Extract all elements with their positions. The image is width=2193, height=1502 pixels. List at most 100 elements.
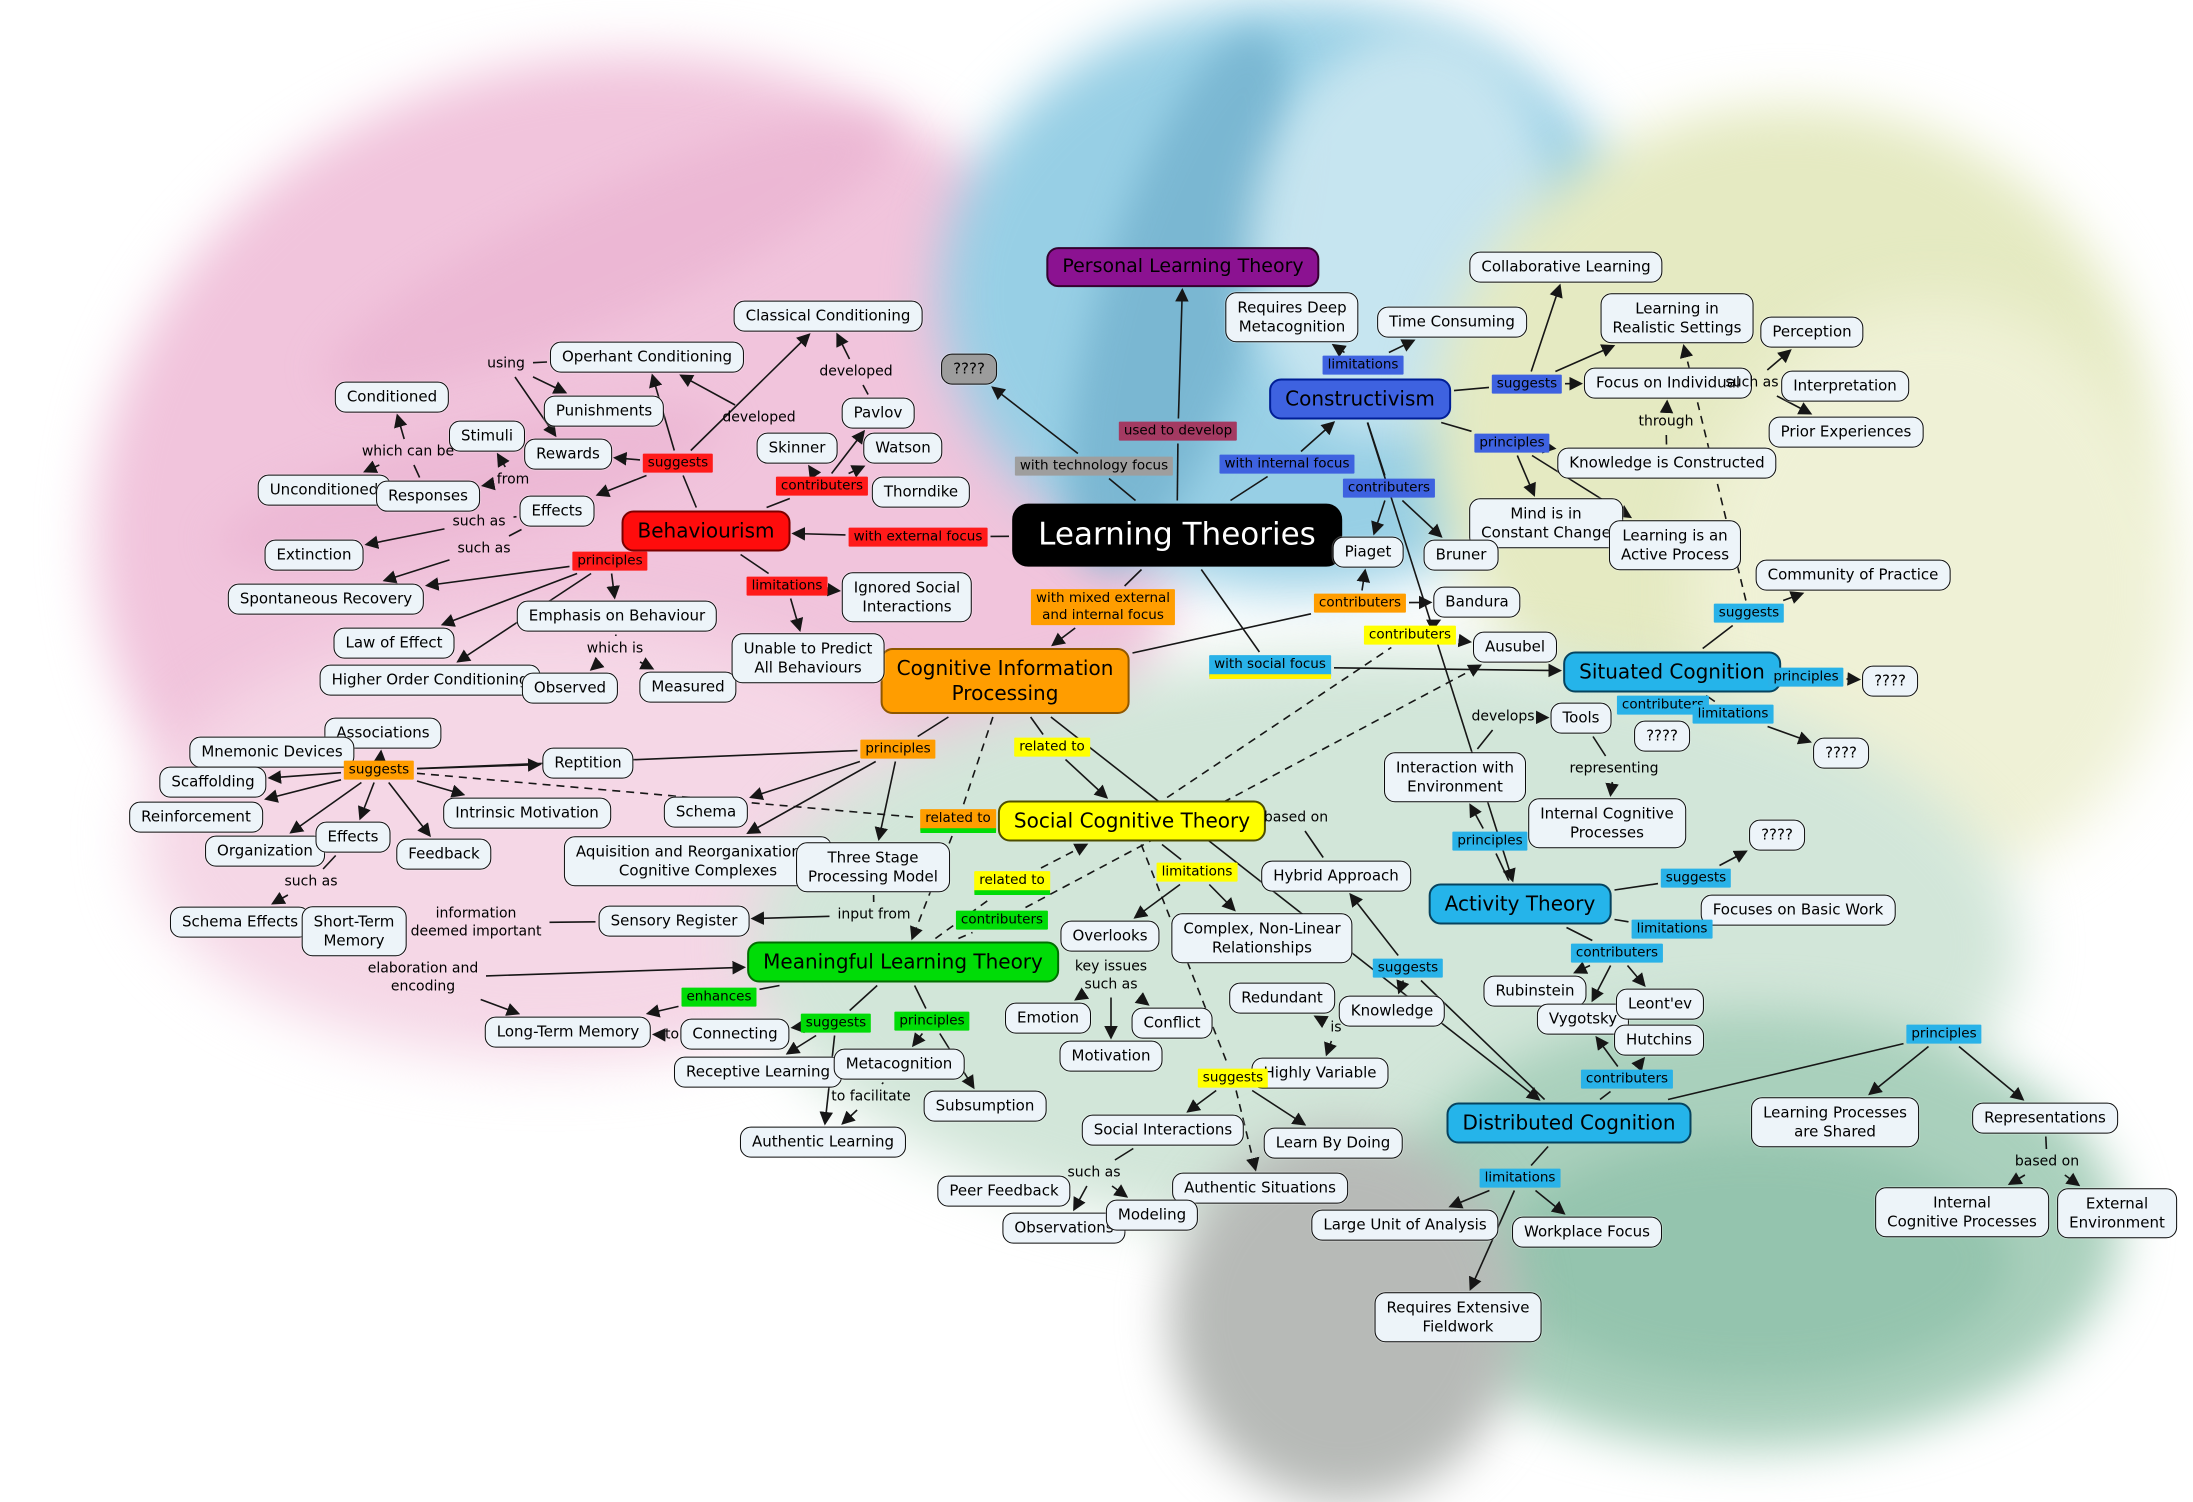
node-constructivism[interactable]: Constructivism [1269, 378, 1451, 420]
link-label-suggests[interactable]: suggests [1491, 374, 1563, 394]
node-subsumption[interactable]: Subsumption [923, 1090, 1047, 1122]
node-extinction[interactable]: Extinction [264, 539, 364, 571]
node-spontaneous-recovery[interactable]: Spontaneous Recovery [227, 583, 425, 615]
node-leont-ev[interactable]: Leont'ev [1615, 988, 1705, 1020]
node-personal-learning-theory[interactable]: Personal Learning Theory [1046, 247, 1320, 287]
link-label-which-can-be[interactable]: which can be [361, 443, 455, 460]
link-label-principles[interactable]: principles [1452, 831, 1528, 851]
node-time-consuming[interactable]: Time Consuming [1377, 306, 1527, 338]
node-reptition[interactable]: Reptition [542, 747, 634, 779]
link-label-to[interactable]: to [664, 1026, 680, 1043]
node-responses[interactable]: Responses [376, 480, 480, 512]
node-learning-processes-are-shared[interactable]: Learning Processes are Shared [1751, 1097, 1919, 1147]
node-emotion[interactable]: Emotion [1005, 1002, 1091, 1034]
node-community-of-practice[interactable]: Community of Practice [1755, 559, 1951, 591]
node-three-stage-processing-model[interactable]: Three Stage Processing Model [796, 842, 950, 892]
node-measured[interactable]: Measured [639, 671, 737, 703]
node-modeling[interactable]: Modeling [1105, 1199, 1199, 1231]
link-label-contributers[interactable]: contributers [1616, 695, 1710, 715]
node-ausubel[interactable]: Ausubel [1472, 631, 1558, 663]
link-label-limitations[interactable]: limitations [1479, 1168, 1561, 1188]
node-requires-deep-metacognition[interactable]: Requires Deep Metacognition [1225, 292, 1359, 342]
link-label-suggests[interactable]: suggests [1713, 603, 1785, 623]
link-label-through[interactable]: through [1638, 413, 1694, 430]
link-label-such-as[interactable]: such as [1067, 1164, 1121, 1181]
node-sensory-register[interactable]: Sensory Register [598, 905, 750, 937]
node-scaffolding[interactable]: Scaffolding [159, 766, 267, 798]
link-label-using[interactable]: using [487, 355, 525, 372]
node-social-interactions[interactable]: Social Interactions [1081, 1114, 1245, 1146]
node-schema-effects[interactable]: Schema Effects [169, 906, 311, 938]
link-label-principles[interactable]: principles [1474, 433, 1550, 453]
node-emphasis-on-behaviour[interactable]: Emphasis on Behaviour [516, 600, 718, 632]
node-focus-on-individual[interactable]: Focus on Individual [1583, 367, 1753, 399]
node-authentic-learning[interactable]: Authentic Learning [739, 1126, 907, 1158]
link-label-key-issues-such-as[interactable]: key issues such as [1074, 958, 1148, 993]
node-unable-to-predict-all-behaviours[interactable]: Unable to Predict All Behaviours [731, 633, 885, 683]
node-higher-order-conditioning[interactable]: Higher Order Conditioning [319, 664, 541, 696]
link-label-developed[interactable]: developed [819, 363, 893, 380]
node-effects[interactable]: Effects [519, 495, 595, 527]
node-skinner[interactable]: Skinner [756, 432, 838, 464]
node-effects[interactable]: Effects [315, 821, 391, 853]
node-interpretation[interactable]: Interpretation [1781, 370, 1909, 402]
link-label-used-to-develop[interactable]: used to develop [1118, 421, 1238, 441]
node-[interactable]: ???? [941, 353, 997, 385]
link-label-with-social-focus[interactable]: with social focus [1209, 655, 1331, 679]
link-label-develops[interactable]: develops [1471, 708, 1535, 725]
node-collaborative-learning[interactable]: Collaborative Learning [1469, 251, 1663, 283]
link-label-suggests[interactable]: suggests [800, 1013, 872, 1033]
node-social-cognitive-theory[interactable]: Social Cognitive Theory [997, 800, 1267, 842]
node-situated-cognition[interactable]: Situated Cognition [1563, 651, 1781, 693]
link-label-to-facilitate[interactable]: to facilitate [831, 1088, 911, 1105]
node-redundant[interactable]: Redundant [1229, 982, 1335, 1014]
link-label-contributers[interactable]: contributers [1313, 593, 1407, 613]
link-label-with-mixed-external-and-internal-focus[interactable]: with mixed external and internal focus [1030, 589, 1176, 625]
node-tools[interactable]: Tools [1550, 702, 1612, 734]
link-label-such-as[interactable]: such as [1725, 374, 1779, 391]
node-[interactable]: ???? [1862, 665, 1918, 697]
link-label-suggests[interactable]: suggests [1197, 1068, 1269, 1088]
node-focuses-on-basic-work[interactable]: Focuses on Basic Work [1700, 894, 1896, 926]
node-schema[interactable]: Schema [663, 796, 749, 828]
link-label-contributers[interactable]: contributers [955, 910, 1049, 930]
node-operhant-conditioning[interactable]: Operhant Conditioning [549, 341, 745, 373]
node-interaction-with-environment[interactable]: Interaction with Environment [1384, 752, 1526, 802]
node-law-of-effect[interactable]: Law of Effect [333, 627, 455, 659]
node-hutchins[interactable]: Hutchins [1614, 1024, 1704, 1056]
link-label-based-on[interactable]: based on [2014, 1153, 2080, 1170]
link-label-limitations[interactable]: limitations [1692, 704, 1774, 724]
node-observations[interactable]: Observations [1002, 1212, 1126, 1244]
node-knowledge-is-constructed[interactable]: Knowledge is Constructed [1557, 447, 1777, 479]
node-large-unit-of-analysis[interactable]: Large Unit of Analysis [1311, 1209, 1499, 1241]
node-bruner[interactable]: Bruner [1423, 539, 1499, 571]
link-label-limitations[interactable]: limitations [1322, 355, 1404, 375]
node-conditioned[interactable]: Conditioned [334, 381, 450, 413]
node-observed[interactable]: Observed [521, 672, 619, 704]
node-mnemonic-devices[interactable]: Mnemonic Devices [189, 736, 355, 768]
node-external-environment[interactable]: External Environment [2057, 1188, 2177, 1238]
node-punishments[interactable]: Punishments [543, 395, 665, 427]
node-requires-extensive-fieldwork[interactable]: Requires Extensive Fieldwork [1374, 1292, 1542, 1342]
link-label-related-to[interactable]: related to [974, 871, 1050, 895]
node-unconditioned[interactable]: Unconditioned [257, 474, 391, 506]
node-thorndike[interactable]: Thorndike [871, 476, 971, 508]
link-label-principles[interactable]: principles [894, 1011, 970, 1031]
link-label-suggests[interactable]: suggests [642, 453, 714, 473]
node-overlooks[interactable]: Overlooks [1060, 920, 1160, 952]
link-label-elaboration-and-encoding[interactable]: elaboration and encoding [367, 960, 479, 995]
link-label-suggests[interactable]: suggests [343, 760, 415, 780]
link-label-principles[interactable]: principles [860, 739, 936, 759]
node-piaget[interactable]: Piaget [1332, 536, 1404, 568]
node-metacognition[interactable]: Metacognition [833, 1048, 965, 1080]
link-label-such-as[interactable]: such as [452, 513, 506, 530]
link-label-limitations[interactable]: limitations [1156, 862, 1238, 882]
node-hybrid-approach[interactable]: Hybrid Approach [1261, 860, 1411, 892]
node-organization[interactable]: Organization [205, 835, 325, 867]
link-label-related-to[interactable]: related to [1014, 737, 1090, 757]
node-[interactable]: ???? [1749, 819, 1805, 851]
link-label-from[interactable]: from [496, 471, 530, 488]
node-mind-is-in-constant-change[interactable]: Mind is in Constant Change [1469, 498, 1623, 548]
node-learning-theories[interactable]: Learning Theories [1012, 503, 1342, 567]
link-label-limitations[interactable]: limitations [1631, 919, 1713, 939]
